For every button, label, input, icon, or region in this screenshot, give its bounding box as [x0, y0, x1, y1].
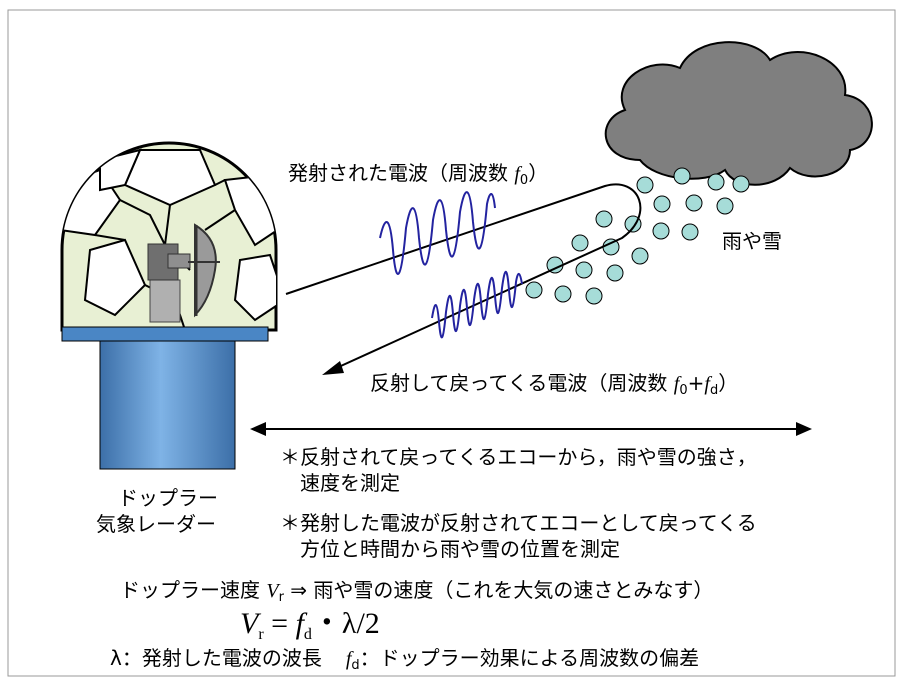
emitted-wave-label: 発射された電波（周波数 f0）: [288, 161, 549, 188]
wave-path-line: [285, 183, 642, 371]
note-2-line-1: ＊発射した電波が反射されてエコーとして戻ってくる: [280, 511, 757, 535]
radar-label-line2: 気象レーダー: [96, 512, 216, 536]
diagram-border: [7, 9, 896, 677]
rain-snow-droplets: [525, 167, 750, 305]
radar-dome: [60, 141, 278, 332]
storm-cloud: [604, 41, 873, 186]
reflected-wave: [431, 270, 523, 339]
rain-snow-label: 雨や雪: [722, 229, 782, 253]
note-1-line-1: ＊反射されて戻ってくるエコーから，雨や雪の強さ，: [280, 445, 757, 469]
range-arrow: [250, 422, 812, 436]
doppler-velocity-line: ドップラー速度 Vr ⇒ 雨や雪の速度（これを大気の速さとみなす）: [120, 578, 714, 605]
note-1-line-2: 速度を測定: [300, 471, 400, 495]
note-2-line-2: 方位と時間から雨や雪の位置を測定: [300, 537, 620, 561]
radar-antenna: [147, 223, 220, 323]
reflected-arrowhead: [322, 361, 344, 375]
reflected-wave-label: 反射して戻ってくる電波（周波数 f0+fd）: [370, 371, 739, 398]
emitted-wave: [379, 191, 496, 275]
radar-label-line1: ドップラー: [118, 486, 218, 510]
radar-pedestal: [61, 326, 269, 470]
doppler-formula: Vr = fd・λ/2: [240, 607, 380, 643]
